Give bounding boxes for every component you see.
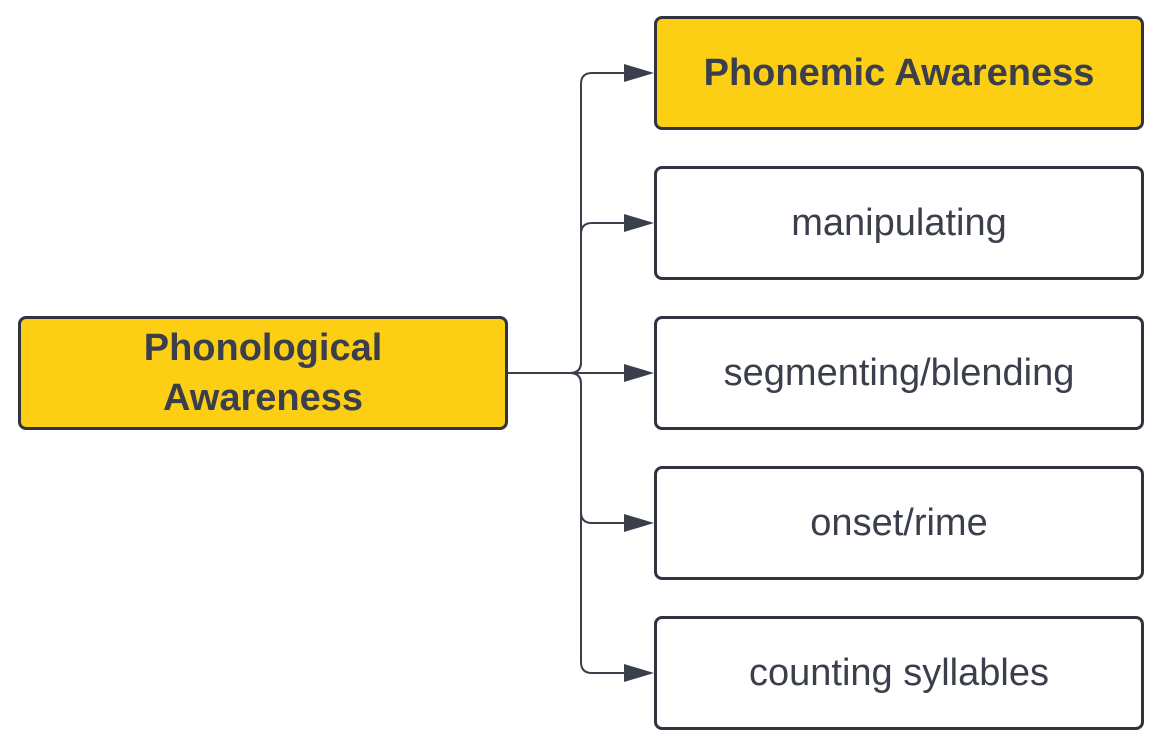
arrowhead [624, 64, 654, 82]
arrowhead [624, 364, 654, 382]
child-node-segmenting-blending: segmenting/blending [654, 316, 1144, 430]
child-node-label: counting syllables [749, 652, 1049, 694]
child-node-label: segmenting/blending [723, 352, 1075, 394]
child-node-label: onset/rime [810, 502, 988, 544]
root-node-phonological-awareness: Phonological Awareness [18, 316, 508, 430]
arrowhead [624, 514, 654, 532]
connector-to-onset-rime [569, 372, 624, 524]
arrowhead [624, 214, 654, 232]
child-node-onset-rime: onset/rime [654, 466, 1144, 580]
root-node-label: Phonological Awareness [143, 327, 383, 419]
arrowhead [624, 664, 654, 682]
child-node-phonemic-awareness: Phonemic Awareness [654, 16, 1144, 130]
connector-to-manipulating [569, 222, 624, 374]
connector-to-counting-syllables [569, 372, 624, 674]
child-node-label: manipulating [791, 202, 1007, 244]
child-node-label: Phonemic Awareness [703, 52, 1095, 94]
child-node-manipulating: manipulating [654, 166, 1144, 280]
child-node-counting-syllables: counting syllables [654, 616, 1144, 730]
